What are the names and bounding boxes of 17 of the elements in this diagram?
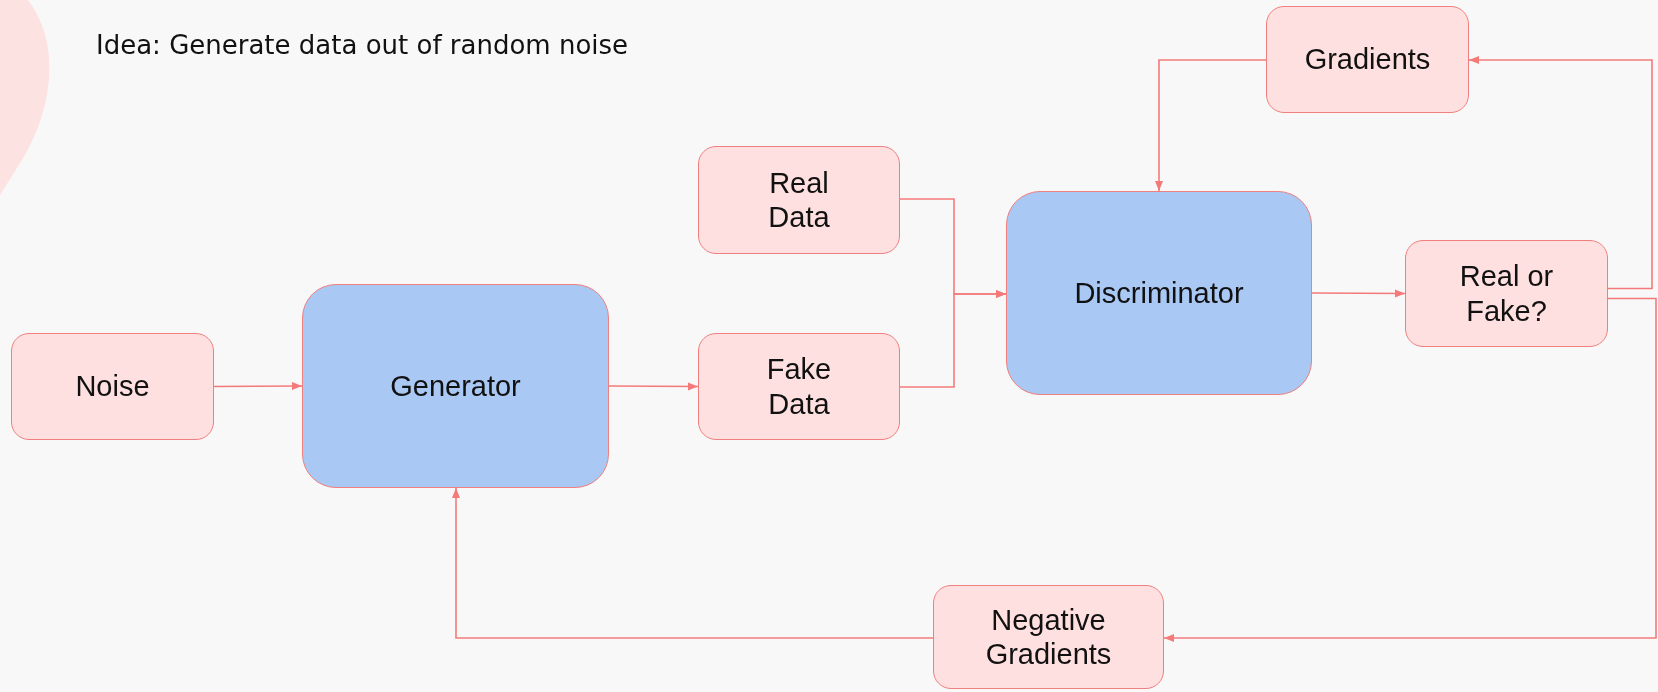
process-box: Discriminator	[1006, 191, 1312, 395]
title: Idea: Generate data out of random noise	[96, 30, 629, 60]
arrow	[1468, 56, 1653, 290]
arrow	[899, 290, 1007, 388]
arrow	[1311, 289, 1406, 298]
data-box: Noise	[11, 333, 214, 440]
arrow	[1155, 59, 1267, 192]
data-box: Fake Data	[698, 333, 900, 440]
data-box: Real or Fake?	[1405, 240, 1608, 347]
arrow	[608, 382, 699, 391]
data-box: Gradients	[1266, 6, 1469, 113]
process-box: Generator	[302, 284, 609, 488]
data-box: Real Data	[698, 146, 900, 254]
arrow	[1163, 297, 1657, 642]
data-box: Negative Gradients	[933, 585, 1164, 689]
arrow	[452, 487, 934, 639]
arrow	[213, 382, 303, 391]
